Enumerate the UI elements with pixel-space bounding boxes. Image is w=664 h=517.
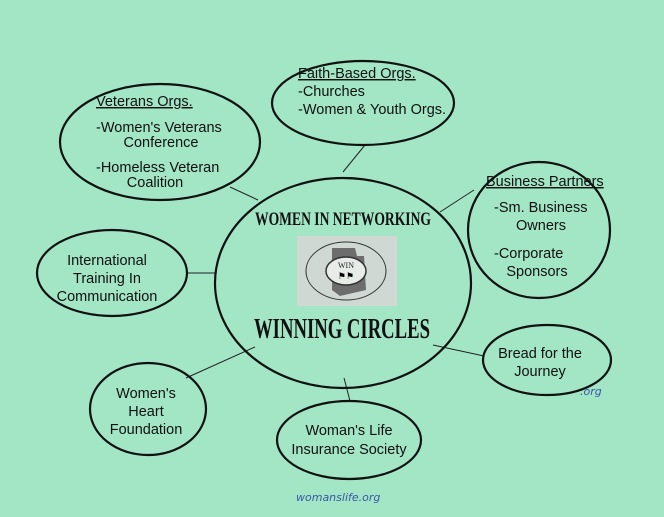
- handwritten-org-note: .org: [580, 385, 602, 398]
- title-bottom: WINNING CIRCLES: [254, 314, 430, 345]
- center-circle: [213, 176, 473, 390]
- connector-heart: [185, 346, 256, 379]
- international-line: Training In: [73, 271, 141, 287]
- connector-veterans: [229, 186, 259, 201]
- veterans-line: -Homeless Veteran: [96, 160, 219, 176]
- veterans-line: Conference: [124, 135, 199, 151]
- business-ellipse: [466, 160, 612, 300]
- business-heading: Business Partners: [486, 174, 604, 190]
- faith-line: -Women & Youth Orgs.: [298, 102, 446, 118]
- win-logo: WIN ⚑⚑: [297, 236, 397, 306]
- faith-ellipse: [270, 59, 456, 147]
- faith-heading: Faith-Based Orgs.: [298, 66, 416, 82]
- international-ellipse: [35, 228, 189, 318]
- womanslife-line: Woman's Life: [305, 423, 392, 439]
- connector-bread: [432, 344, 485, 357]
- business-line: Sponsors: [506, 264, 567, 280]
- connector-faith: [342, 144, 366, 173]
- business-line: -Sm. Business: [494, 200, 587, 216]
- business-line: Owners: [516, 218, 566, 234]
- womanslife-ellipse: [275, 399, 423, 481]
- veterans-line: -Women's Veterans: [96, 120, 222, 136]
- womanslife-line: Insurance Society: [291, 442, 407, 458]
- bread-line: Journey: [514, 364, 566, 380]
- heart-line: Heart: [128, 404, 163, 420]
- connectors: [185, 144, 485, 402]
- title-top: WOMEN IN NETWORKING: [255, 209, 431, 230]
- faith-line: -Churches: [298, 84, 365, 100]
- logo-initials: WIN: [338, 261, 354, 270]
- heart-line: Foundation: [110, 422, 183, 438]
- business-line: -Corporate: [494, 246, 563, 262]
- international-line: Communication: [57, 289, 158, 305]
- veterans-heading: Veterans Orgs.: [96, 94, 193, 110]
- international-line: International: [67, 253, 147, 269]
- veterans-line: Coalition: [127, 175, 183, 191]
- connector-womanslife: [343, 377, 351, 402]
- bread-ellipse: [481, 323, 613, 397]
- connector-business: [439, 189, 475, 213]
- heart-line: Women's: [116, 386, 176, 402]
- heart-ellipse: [88, 361, 208, 457]
- checkered-flags-icon: ⚑⚑: [338, 271, 354, 281]
- veterans-ellipse: [58, 82, 262, 202]
- bread-line: Bread for the: [498, 346, 582, 362]
- handwritten-womanslife-note: womanslife.org: [296, 491, 380, 504]
